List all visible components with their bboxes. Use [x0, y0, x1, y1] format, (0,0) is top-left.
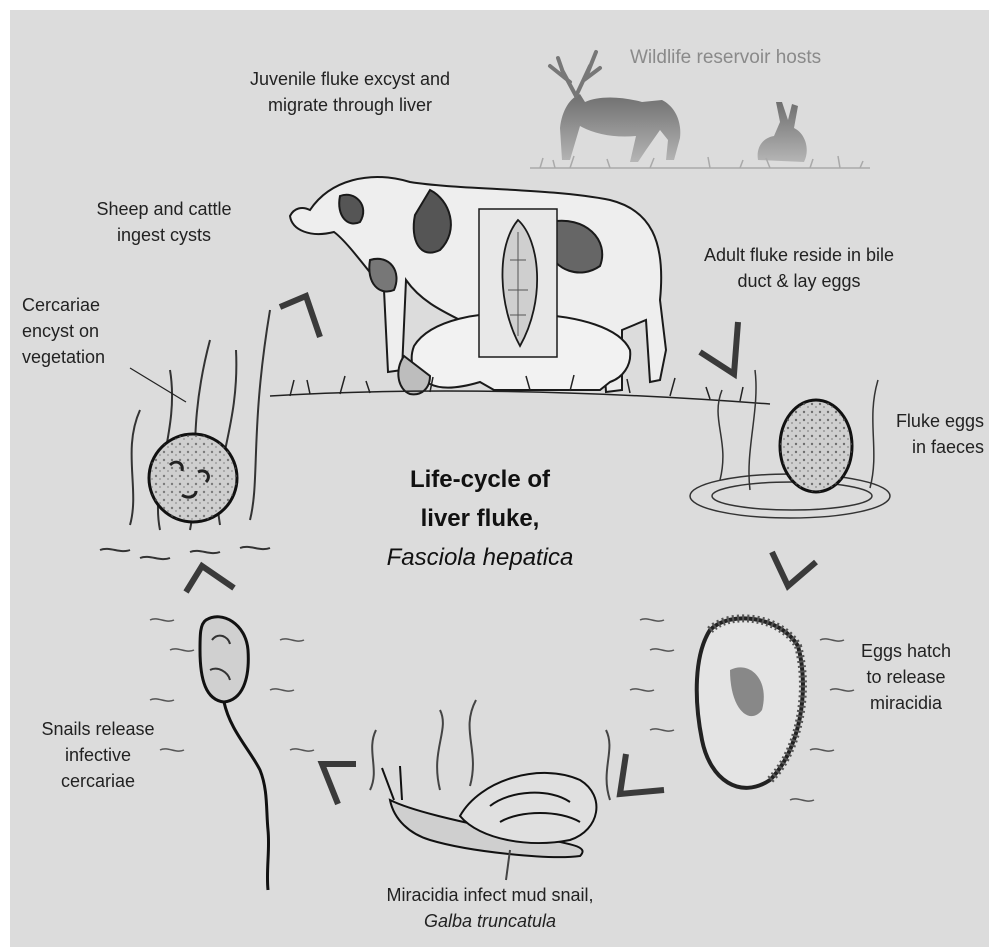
cercariae-pointer-line — [130, 368, 186, 402]
miracidia-infect-label: Miracidia infect mud snail, Galba trunca… — [340, 882, 640, 934]
hatching-egg — [697, 618, 803, 788]
juvenile-fluke-inset — [479, 209, 557, 357]
fluke-eggs-label: Fluke eggs in faeces — [870, 408, 984, 460]
arrow-ingest — [280, 296, 320, 337]
title-line-2: liver fluke, — [340, 499, 620, 538]
snails-release-label: Snails release infective cercariae — [18, 716, 178, 794]
title-line-1: Life-cycle of — [340, 460, 620, 499]
wildlife-grass — [530, 156, 870, 168]
adult-fluke-label: Adult fluke reside in bile duct & lay eg… — [674, 242, 924, 294]
arrow-eggs — [772, 552, 816, 586]
arrow-snail — [186, 566, 234, 592]
cercaria — [200, 617, 269, 890]
mud-snail — [382, 766, 596, 857]
arrow-adult — [700, 322, 738, 374]
title-species: Fasciola hepatica — [340, 538, 620, 577]
wildlife-hosts-label: Wildlife reservoir hosts — [630, 45, 821, 71]
eggs-hatch-label: Eggs hatch to release miracidia — [836, 638, 976, 716]
arrow-miracidia — [322, 764, 356, 804]
rabbit-silhouette — [758, 102, 807, 162]
diagram-panel: Wildlife reservoir hosts Juvenile fluke … — [10, 10, 989, 947]
diagram-title: Life-cycle of liver fluke, Fasciola hepa… — [340, 460, 620, 577]
juvenile-excyst-label: Juvenile fluke excyst and migrate throug… — [230, 66, 470, 118]
cercariae-encyst-label: Cercariae encyst on vegetation — [22, 292, 105, 370]
ingest-cysts-label: Sheep and cattle ingest cysts — [74, 196, 254, 248]
arrow-hatch — [620, 754, 664, 794]
